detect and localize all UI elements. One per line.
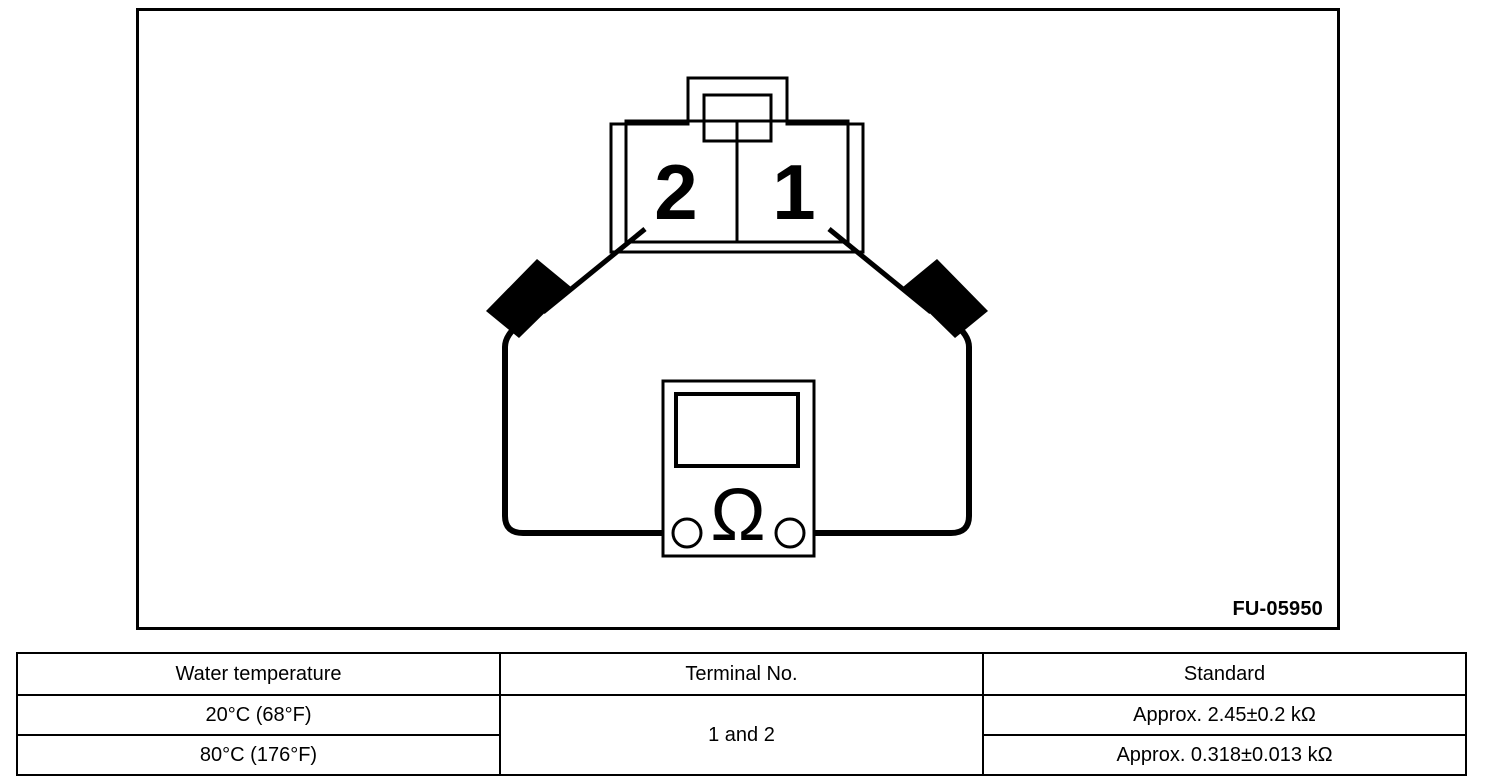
- terminal-1-label: 1: [772, 148, 815, 236]
- table-row: 20°C (68°F) 1 and 2 Approx. 2.45±0.2 kΩ: [16, 694, 1467, 776]
- ohmmeter-display: [674, 392, 800, 468]
- table-row: 80°C (176°F) Approx. 0.318±0.013 kΩ: [16, 734, 1467, 776]
- cell-terminal-no: 1 and 2: [499, 694, 984, 776]
- connector-cavity-block: [624, 119, 850, 244]
- figure-reference-code: FU-05950: [1232, 598, 1323, 620]
- figure-panel: 2 1: [136, 8, 1340, 630]
- connector-shell: [609, 76, 865, 254]
- connector-ohmmeter-diagram: 2 1: [486, 76, 988, 558]
- header-standard: Standard: [982, 652, 1467, 696]
- ohmmeter: Ω: [661, 379, 816, 558]
- cell-water-temperature-20c: 20°C (68°F): [16, 694, 501, 736]
- header-terminal-no: Terminal No.: [499, 652, 984, 696]
- lead-wire-left: [502, 321, 690, 536]
- specification-table: Water temperature Terminal No. Standard …: [16, 652, 1467, 776]
- test-probe-left: [486, 227, 647, 338]
- cell-water-temperature-80c: 80°C (176°F): [16, 734, 501, 776]
- ohmmeter-jack-right: [774, 517, 806, 549]
- test-probe-right: [827, 227, 988, 338]
- cell-standard-80c: Approx. 0.318±0.013 kΩ: [982, 734, 1467, 776]
- header-water-temperature: Water temperature: [16, 652, 501, 696]
- ohm-symbol: Ω: [710, 473, 765, 556]
- ohmmeter-jack-left: [671, 517, 703, 549]
- terminal-2-label: 2: [654, 148, 697, 236]
- cell-standard-20c: Approx. 2.45±0.2 kΩ: [982, 694, 1467, 736]
- table-header-row: Water temperature Terminal No. Standard: [16, 652, 1467, 696]
- lead-wire-right: [787, 321, 972, 536]
